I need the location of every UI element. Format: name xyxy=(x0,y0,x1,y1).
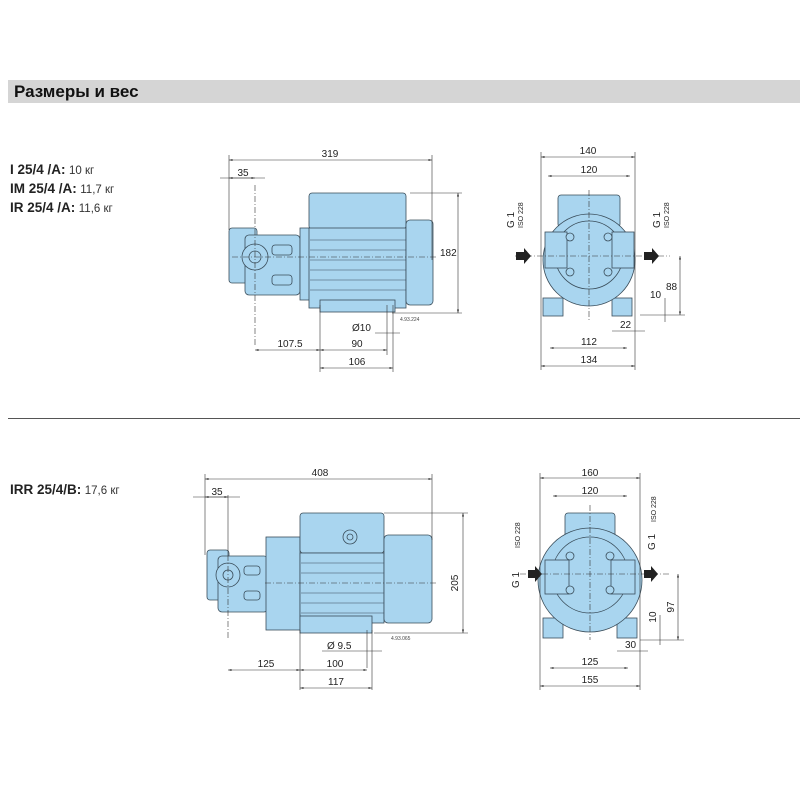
dim-d1: 107.5 xyxy=(277,339,302,350)
dim-overall-length: 408 xyxy=(312,468,329,479)
side-view-2: 408 35 205 4.93.065 Ø 9.5 125 100 117 xyxy=(193,468,468,690)
outlet-arrow-icon xyxy=(644,566,658,582)
dim-height: 205 xyxy=(450,574,461,591)
port-size-left: G 1 xyxy=(506,211,517,228)
dim-d3: 106 xyxy=(349,357,366,368)
section-header: Размеры и вес xyxy=(8,80,800,103)
dim-d1: 125 xyxy=(258,659,275,670)
dim-f3: 134 xyxy=(581,355,598,366)
front-view-1: 140 120 G 1 ISO 228 G 1 ISO 228 88 10 22… xyxy=(506,146,685,370)
divider xyxy=(8,418,800,419)
dim-hole: Ø 9.5 xyxy=(327,641,352,652)
port-size-right: G 1 xyxy=(652,211,663,228)
dim-overall-length: 319 xyxy=(322,149,339,160)
model-weight: 11,6 кг xyxy=(78,203,113,215)
inlet-arrow-icon xyxy=(516,248,531,264)
dim-h1: 88 xyxy=(666,282,678,293)
port-size-left: G 1 xyxy=(511,571,522,588)
dim-h1: 97 xyxy=(666,601,677,613)
model-name: IM 25/4 /A: xyxy=(10,181,77,196)
port-standard-left: ISO 228 xyxy=(518,202,525,228)
model-row: I 25/4 /A: 10 кг xyxy=(10,161,114,180)
model-row: IR 25/4 /A: 11,6 кг xyxy=(10,199,114,218)
dim-height: 182 xyxy=(440,248,457,259)
dim-w1: 140 xyxy=(580,146,597,157)
outlet-arrow-icon xyxy=(644,248,659,264)
port-standard-right: ISO 228 xyxy=(664,202,671,228)
dim-hole: Ø10 xyxy=(352,323,371,334)
port-standard-right: ISO 228 xyxy=(651,496,658,522)
port-size-right: G 1 xyxy=(647,533,658,550)
dim-d2: 100 xyxy=(327,659,344,670)
dim-f2: 112 xyxy=(581,337,597,348)
drawing-code: 4.93.224 xyxy=(400,317,420,323)
dim-f3: 155 xyxy=(582,675,599,686)
dim-f1: 30 xyxy=(625,640,637,651)
dim-w2: 120 xyxy=(581,165,598,176)
port-standard-left: ISO 228 xyxy=(515,522,522,548)
dim-f2: 125 xyxy=(582,657,599,668)
model-weights-group2: IRR 25/4/B: 17,6 кг xyxy=(10,481,120,500)
dim-flange: 35 xyxy=(211,487,223,498)
model-weight: 11,7 кг xyxy=(80,184,115,196)
model-name: IR 25/4 /A: xyxy=(10,200,76,215)
model-name: I 25/4 /A: xyxy=(10,162,66,177)
dim-d3: 117 xyxy=(328,677,344,688)
dim-d2: 90 xyxy=(351,339,363,350)
dim-w1: 160 xyxy=(582,468,599,479)
dim-flange: 35 xyxy=(237,168,249,179)
model-name: IRR 25/4/B: xyxy=(10,482,82,497)
front-view-2: 160 120 G 1 ISO 228 G 1 ISO 228 97 10 30… xyxy=(511,468,684,690)
inlet-arrow-icon xyxy=(528,566,542,582)
dim-f1: 22 xyxy=(620,320,632,331)
model-row: IRR 25/4/B: 17,6 кг xyxy=(10,481,120,500)
section-title: Размеры и вес xyxy=(14,82,139,101)
drawing-code: 4.93.065 xyxy=(391,636,411,642)
dim-h2: 10 xyxy=(648,611,659,623)
model-weight: 10 кг xyxy=(69,165,95,177)
model-row: IM 25/4 /A: 11,7 кг xyxy=(10,180,114,199)
dim-h2: 10 xyxy=(650,290,662,301)
side-view-1: 319 35 182 4.93.224 Ø10 107.5 90 106 xyxy=(220,149,462,372)
model-weights-group1: I 25/4 /A: 10 кг IM 25/4 /A: 11,7 кг IR … xyxy=(10,161,114,218)
dim-w2: 120 xyxy=(582,486,599,497)
model-weight: 17,6 кг xyxy=(84,485,120,497)
